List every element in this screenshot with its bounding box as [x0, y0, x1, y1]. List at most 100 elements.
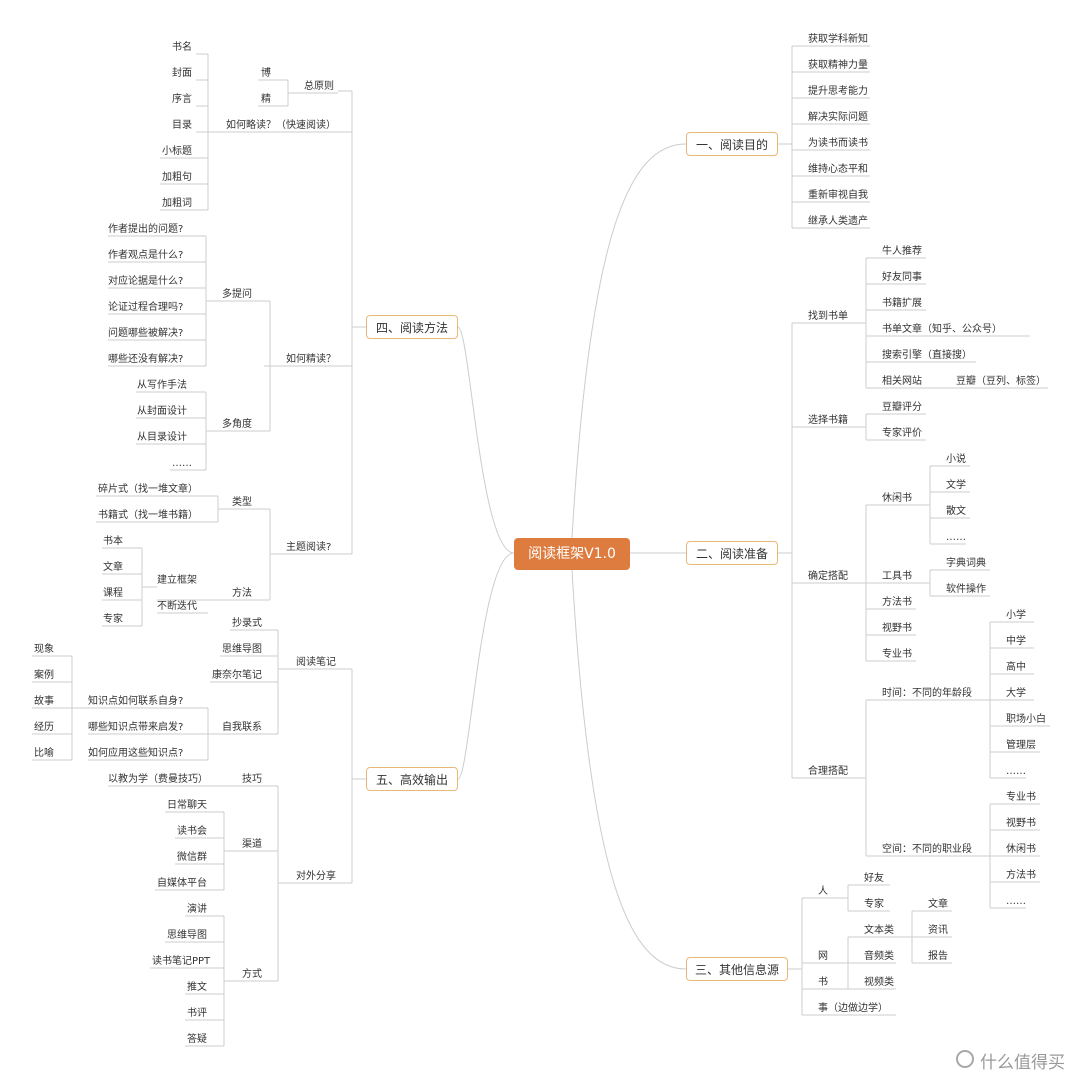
- angle-item: 从目录设计: [137, 432, 187, 443]
- reasonable-time: 时间：不同的年龄段: [882, 688, 972, 699]
- match-item: 视野书: [882, 623, 912, 634]
- sources-event: 事（边做边学）: [818, 1003, 888, 1014]
- purpose-item: 维持心态平和: [808, 164, 868, 175]
- find-item: 牛人推荐: [882, 246, 922, 257]
- leisure-item: 小说: [946, 454, 966, 465]
- skim-item: 序言: [172, 94, 192, 105]
- mode-item: 答疑: [187, 1034, 207, 1045]
- purpose-item: 获取精神力量: [808, 60, 868, 71]
- watermark-logo-icon: [956, 1050, 974, 1068]
- channel-item: 读书会: [177, 826, 207, 837]
- skim-item: 书名: [172, 42, 192, 53]
- time-item: 管理层: [1006, 740, 1036, 751]
- method-build: 建立框架: [157, 575, 197, 586]
- web-item: 音频类: [864, 951, 894, 962]
- find-item: 书单文章（知乎、公众号）: [882, 324, 1002, 335]
- sources-people: 人: [818, 886, 828, 897]
- share-skill: 技巧: [242, 774, 262, 785]
- method-item: 书本: [103, 536, 123, 547]
- find-site-child: 豆瓣（豆列、标签）: [956, 376, 1046, 387]
- branch-prepare[interactable]: 二、阅读准备: [686, 541, 778, 565]
- choose-item: 专家评价: [882, 428, 922, 439]
- notes-item: 思维导图: [222, 644, 262, 655]
- notes-item: 康奈尔笔记: [212, 670, 262, 681]
- method-iterate: 不断迭代: [157, 601, 197, 612]
- methods-theme: 主题阅读?: [286, 542, 332, 553]
- branch-methods[interactable]: 四、阅读方法: [366, 315, 458, 339]
- skim-item: 目录: [172, 120, 192, 131]
- mode-item: 书评: [187, 1008, 207, 1019]
- match-tool: 工具书: [882, 571, 912, 582]
- method-item: 课程: [103, 588, 123, 599]
- leisure-item: ……: [946, 532, 966, 543]
- find-item: 相关网站: [882, 376, 922, 387]
- choose-item: 豆瓣评分: [882, 402, 922, 413]
- find-item: 书籍扩展: [882, 298, 922, 309]
- method-item: 专家: [103, 614, 123, 625]
- intensive-angle: 多角度: [222, 419, 252, 430]
- channel-item: 微信群: [177, 852, 207, 863]
- time-item: 大学: [1006, 688, 1026, 699]
- type-item: 碎片式（找一堆文章）: [98, 484, 198, 495]
- text-item: 报告: [928, 951, 948, 962]
- purpose-item: 解决实际问题: [808, 112, 868, 123]
- methods-intensive: 如何精读？: [286, 354, 336, 365]
- space-item: 休闲书: [1006, 844, 1036, 855]
- self-sub-item: 经历: [34, 722, 54, 733]
- self-sub-item: 比喻: [34, 748, 54, 759]
- intensive-ask: 多提问: [222, 289, 252, 300]
- branch-purpose[interactable]: 一、阅读目的: [686, 132, 778, 156]
- root-node[interactable]: 阅读框架V1.0: [514, 538, 630, 570]
- ask-item: 对应论据是什么?: [108, 276, 184, 287]
- find-item: 搜索引擎（直接搜）: [882, 350, 972, 361]
- ask-item: 哪些还没有解决?: [108, 354, 184, 365]
- self-sub-item: 案例: [34, 670, 54, 681]
- tool-item: 字典词典: [946, 558, 986, 569]
- text-item: 资讯: [928, 925, 948, 936]
- people-item: 好友: [864, 873, 884, 884]
- purpose-item: 重新审视自我: [808, 190, 868, 201]
- angle-item: ……: [172, 458, 192, 469]
- self-item: 如何应用这些知识点?: [88, 748, 184, 759]
- ask-item: 问题哪些被解决?: [108, 328, 184, 339]
- skim-item: 小标题: [162, 146, 192, 157]
- text-item: 文章: [928, 899, 948, 910]
- match-item: 方法书: [882, 597, 912, 608]
- root-link: [571, 143, 687, 539]
- notes-item: 抄录式: [232, 618, 262, 629]
- methods-principle: 总原则: [304, 81, 334, 92]
- branch-sources[interactable]: 三、其他信息源: [686, 957, 788, 981]
- notes-self: 自我联系: [222, 722, 262, 733]
- methods-skim: 如何略读？（快速阅读）: [226, 120, 336, 131]
- web-item: 文本类: [864, 925, 894, 936]
- root-link: [571, 569, 687, 970]
- principle-item: 精: [261, 94, 271, 105]
- time-item: 职场小白: [1006, 714, 1046, 725]
- theme-method: 方法: [232, 588, 252, 599]
- ask-item: 论证过程合理吗?: [108, 302, 184, 313]
- time-item: 小学: [1006, 610, 1026, 621]
- mode-item: 读书笔记PPT: [152, 956, 211, 967]
- leisure-item: 散文: [946, 506, 966, 517]
- self-item: 知识点如何联系自身?: [88, 696, 184, 707]
- sources-book: 书: [818, 977, 828, 988]
- prepare-match: 确定搭配: [808, 571, 848, 582]
- time-item: 中学: [1006, 636, 1026, 647]
- root-link: [457, 552, 515, 780]
- mode-item: 演讲: [187, 904, 207, 915]
- self-sub-item: 现象: [34, 644, 54, 655]
- branch-output[interactable]: 五、高效输出: [366, 767, 458, 791]
- output-share: 对外分享: [296, 871, 336, 882]
- watermark-text: 什么值得买: [980, 1053, 1065, 1073]
- match-leisure: 休闲书: [882, 493, 912, 504]
- space-item: 方法书: [1006, 870, 1036, 881]
- angle-item: 从写作手法: [137, 380, 187, 391]
- people-item: 专家: [864, 899, 884, 910]
- match-item: 专业书: [882, 649, 912, 660]
- skim-item: 封面: [172, 68, 192, 79]
- skim-item: 加粗句: [162, 172, 192, 183]
- prepare-reasonable: 合理搭配: [808, 766, 848, 777]
- skill-item: 以教为学（费曼技巧）: [108, 774, 208, 785]
